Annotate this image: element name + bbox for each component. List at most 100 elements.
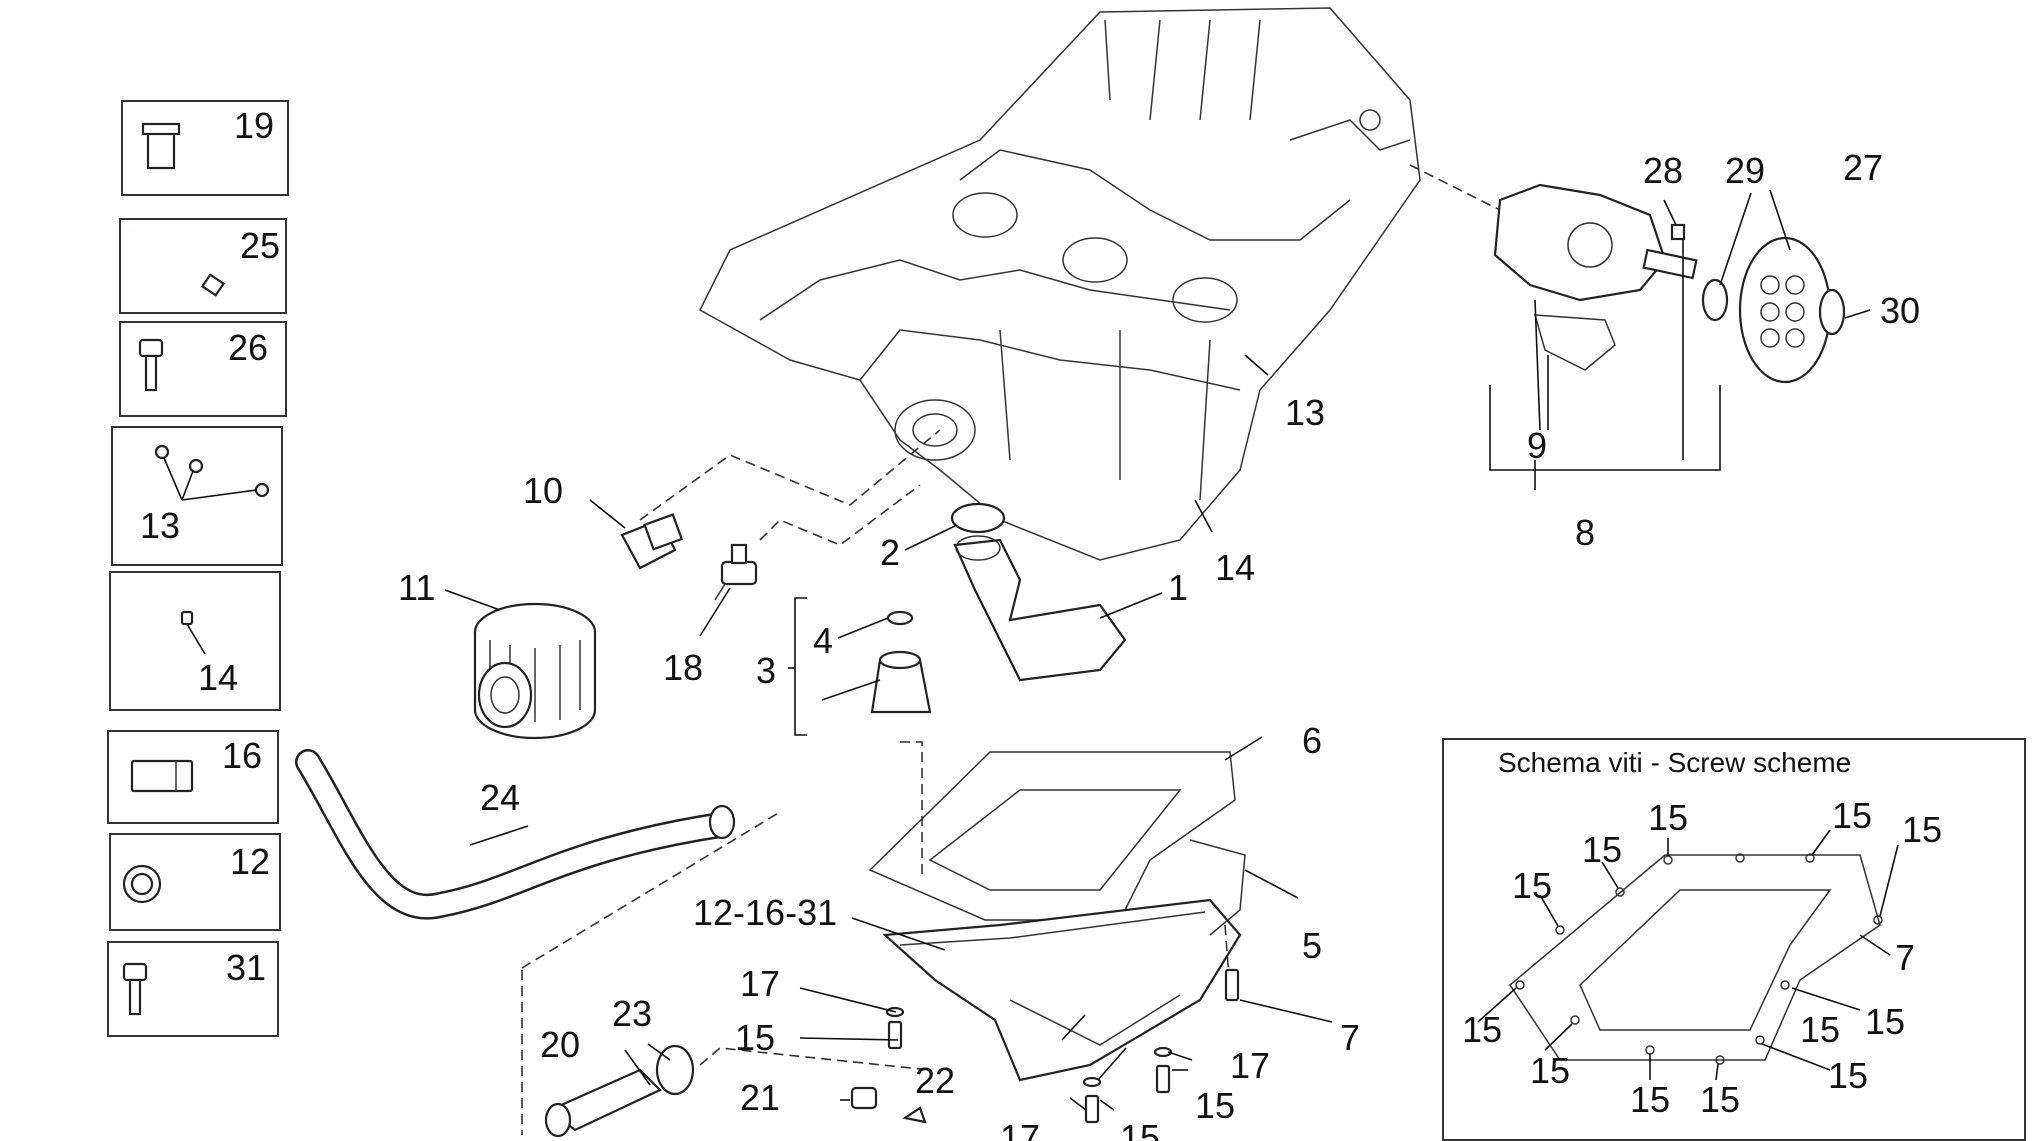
filter-cartridge-20-illustration [544, 1068, 662, 1138]
small-pin-icon [180, 610, 206, 655]
screw-scheme-panel: Schema viti - Screw scheme [1442, 738, 2026, 1141]
callout-24: 24 [480, 777, 520, 818]
circlip-30-icon [1818, 288, 1846, 336]
screw-7-icon [1224, 968, 1240, 1002]
callout-30: 30 [1880, 290, 1920, 331]
callout-1: 1 [1168, 567, 1188, 608]
gasket-9-icon [1533, 314, 1616, 371]
callout-27: 27 [1843, 147, 1883, 188]
callout-4: 4 [813, 620, 833, 661]
callout-15-c: 15 [1120, 1117, 1160, 1141]
callout-5: 5 [1302, 925, 1322, 966]
inset-label-14: 14 [198, 657, 238, 698]
clip-22-icon [902, 1106, 927, 1124]
inset-label-19: 19 [234, 105, 274, 146]
callout-8: 8 [1575, 512, 1595, 553]
fitting-10-illustration [620, 513, 684, 570]
callout-20: 20 [540, 1024, 580, 1065]
inset-label-16: 16 [222, 735, 262, 776]
inset-label-25: 25 [240, 225, 280, 266]
callout-12-16-31: 12-16-31 [693, 892, 837, 933]
scheme-callout-6: 7 [1895, 937, 1915, 978]
plug-3-illustration [870, 650, 932, 714]
callout-labels: 1 2 3 4 5 6 7 8 9 10 11 13 14 15 15 15 1… [398, 147, 1920, 1141]
callout-13: 13 [1285, 392, 1325, 433]
scheme-callout-10: 15 [1630, 1079, 1670, 1120]
callout-6: 6 [1302, 720, 1322, 761]
inset-box-16: 16 [107, 730, 279, 824]
inset-label-13: 13 [140, 505, 180, 546]
washer-icon [122, 864, 162, 904]
oil-strainer-illustration [950, 502, 1127, 682]
callout-17-b: 17 [1230, 1045, 1270, 1086]
long-bolt-icon [129, 228, 226, 297]
short-screw-icon [138, 338, 164, 392]
scheme-callout-8: 15 [1462, 1009, 1502, 1050]
small-nuts-icon [154, 444, 270, 501]
scheme-callout-3: 15 [1648, 797, 1688, 838]
callout-18: 18 [663, 647, 703, 688]
filter-disc-27-icon [1738, 236, 1832, 384]
scheme-callout-12: 15 [1828, 1055, 1868, 1096]
callout-21: 21 [740, 1077, 780, 1118]
oil-pan-illustration [882, 898, 1242, 1082]
inset-label-12: 12 [230, 841, 270, 882]
scheme-callout-9: 15 [1530, 1050, 1570, 1091]
inset-label-31: 31 [226, 947, 266, 988]
inset-box-26: 26 [119, 321, 287, 417]
bushing-icon [130, 759, 194, 793]
scheme-callout-1: 15 [1512, 865, 1552, 906]
inset-box-14: 14 [109, 571, 281, 711]
callout-23: 23 [612, 993, 652, 1034]
scheme-callout-13: 15 [1800, 1009, 1840, 1050]
oil-pressure-sensor-18-illustration [714, 543, 758, 601]
scheme-callout-5: 15 [1902, 809, 1942, 850]
scheme-callout-7: 15 [1865, 1001, 1905, 1042]
callout-10: 10 [523, 470, 563, 511]
oil-pipe-24-illustration [295, 749, 736, 920]
scheme-callout-11: 15 [1700, 1079, 1740, 1120]
inset-box-31: 31 [107, 941, 279, 1037]
gasket-6-illustration [868, 751, 1236, 921]
oring-29-icon [1701, 278, 1729, 322]
inset-label-26: 26 [228, 327, 268, 368]
callout-14: 14 [1215, 547, 1255, 588]
inset-box-25: 25 [119, 218, 287, 314]
callout-28: 28 [1643, 150, 1683, 191]
spacer-sleeve-icon [141, 122, 181, 170]
oring-2-icon [950, 502, 1006, 534]
crankcase-illustration [699, 7, 1501, 561]
oil-filter-illustration [473, 602, 597, 740]
callout-2: 2 [880, 532, 900, 573]
screw-scheme-leaders [1477, 829, 1899, 1081]
oil-pump-illustration [1489, 183, 1846, 471]
screw-icon [122, 962, 148, 1016]
drain-plug-21-icon [850, 1086, 878, 1110]
callout-9: 9 [1527, 425, 1547, 466]
oring-23-icon [655, 1044, 695, 1096]
inset-box-12: 12 [109, 833, 281, 931]
screw-15-a-icon [885, 1006, 905, 1050]
callout-17-a: 17 [740, 963, 780, 1004]
screw-scheme-title: Schema viti - Screw scheme [1498, 747, 1851, 778]
callout-15-b: 15 [1195, 1085, 1235, 1126]
callout-29: 29 [1725, 150, 1765, 191]
gasket-5-icon [1189, 839, 1246, 936]
pin-28-icon [1670, 223, 1686, 241]
screw-15-b-icon [1153, 1046, 1173, 1094]
scheme-callout-2: 15 [1582, 829, 1622, 870]
callout-7: 7 [1340, 1017, 1360, 1058]
inset-box-19: 19 [121, 100, 289, 196]
callout-11: 11 [398, 567, 435, 608]
breather-cap-4-icon [886, 610, 914, 626]
scheme-callout-4: 15 [1832, 795, 1872, 836]
callout-15-a: 15 [735, 1017, 775, 1058]
callout-3: 3 [756, 650, 776, 691]
callout-17-c: 17 [1000, 1117, 1040, 1141]
callout-22: 22 [915, 1060, 955, 1101]
screw-scheme-gasket [1509, 853, 1883, 1065]
leader-lines [444, 189, 1871, 1111]
screw-15-c-icon [1082, 1076, 1102, 1124]
inset-box-13: 13 [111, 426, 283, 566]
